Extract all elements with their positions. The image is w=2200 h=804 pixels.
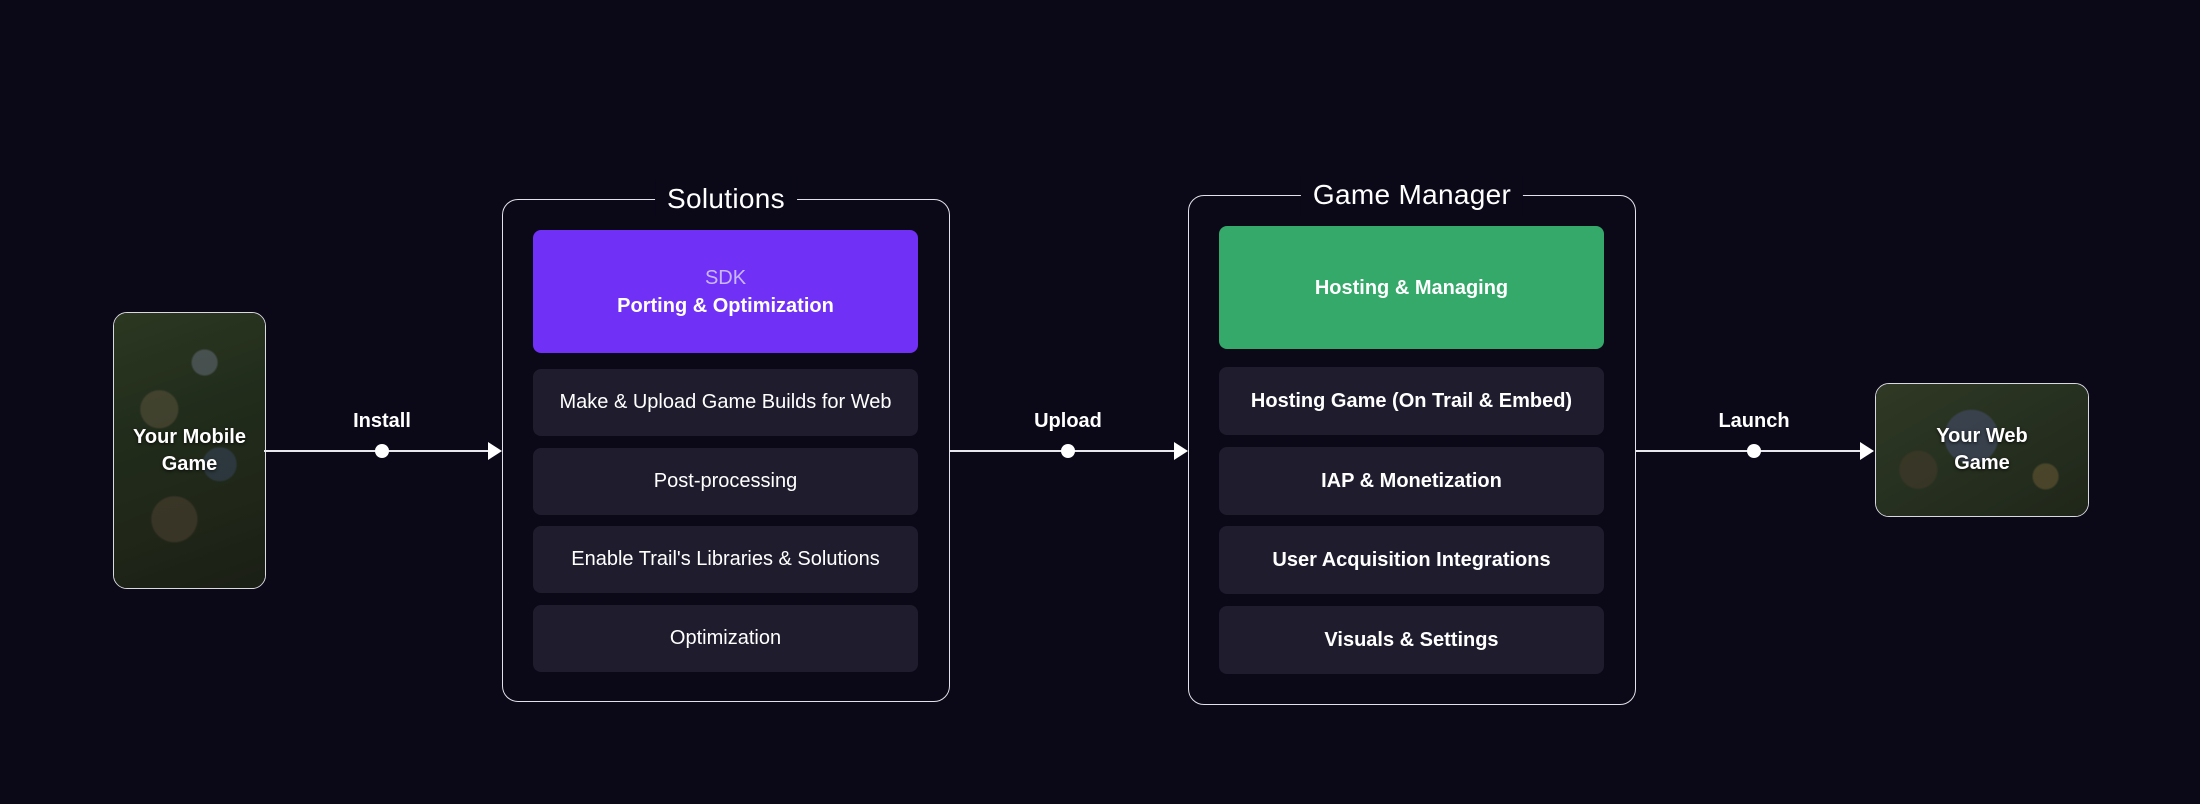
hosting-header-card: Hosting & Managing [1219, 226, 1604, 349]
upload-connector-dot [1061, 444, 1075, 458]
manager-item-user-acquisition: User Acquisition Integrations [1219, 526, 1604, 594]
sdk-header-card: SDK Porting & Optimization [533, 230, 918, 353]
solutions-item-post-processing: Post-processing [533, 448, 918, 515]
install-arrow-icon [488, 442, 502, 460]
solutions-item-builds: Make & Upload Game Builds for Web [533, 369, 918, 436]
upload-arrow-icon [1174, 442, 1188, 460]
sdk-label: SDK [704, 266, 747, 289]
game-manager-title: Game Manager [1300, 176, 1524, 214]
hosting-managing-label: Hosting & Managing [1314, 276, 1509, 299]
game-manager-panel: Game Manager Hosting & Managing Hosting … [1188, 176, 1636, 705]
launch-connector-dot [1747, 444, 1761, 458]
porting-optimization-label: Porting & Optimization [617, 294, 834, 317]
solutions-panel: Solutions SDK Porting & Optimization Mak… [502, 180, 950, 702]
upload-label: Upload [1034, 410, 1102, 432]
install-label: Install [353, 410, 411, 432]
web-game-image [1876, 384, 2088, 516]
mobile-game-label: Your Mobile Game [133, 425, 246, 475]
mobile-game-thumbnail: Your Mobile Game [113, 312, 266, 589]
launch-arrow-icon [1860, 442, 1874, 460]
mobile-game-image [114, 313, 265, 588]
solutions-item-optimization: Optimization [533, 605, 918, 672]
install-connector-dot [375, 444, 389, 458]
solutions-item-libraries: Enable Trail's Libraries & Solutions [533, 526, 918, 593]
web-game-label: Your Web Game [1936, 425, 2028, 474]
solutions-title: Solutions [655, 180, 797, 218]
manager-item-iap: IAP & Monetization [1219, 447, 1604, 515]
manager-item-hosting: Hosting Game (On Trail & Embed) [1219, 367, 1604, 435]
web-game-thumbnail: Your Web Game [1875, 383, 2089, 517]
launch-label: Launch [1718, 410, 1790, 432]
manager-item-visuals: Visuals & Settings [1219, 606, 1604, 674]
